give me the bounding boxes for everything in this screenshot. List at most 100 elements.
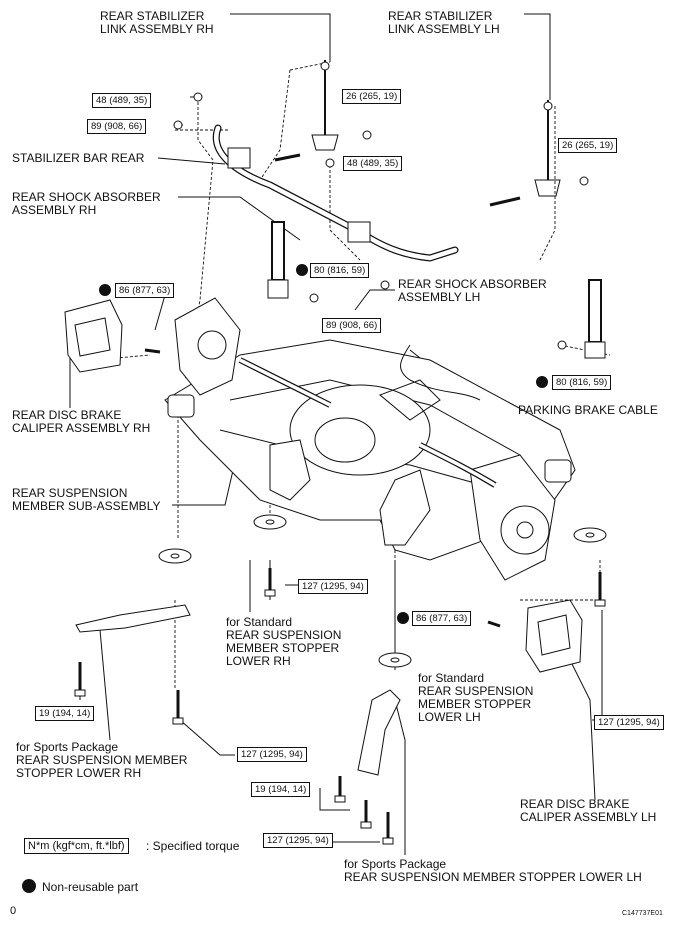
nut — [325, 158, 335, 168]
leader-line — [230, 13, 331, 62]
legend-torque-desc: : Specified torque — [146, 839, 240, 853]
sports-stopper-plate-rh — [75, 604, 191, 633]
member-stopper-washer — [158, 548, 192, 564]
member-stopper-hole — [265, 519, 275, 525]
torque-callout: 48 (489, 35) — [343, 156, 403, 171]
stabilizer-bar-inner — [214, 125, 458, 261]
nut — [380, 280, 390, 290]
label-stabilizer-bar: STABILIZER BAR REAR — [12, 151, 145, 165]
bolt-head — [172, 717, 184, 725]
member-mount-rh — [167, 394, 195, 418]
alignment-line — [289, 61, 331, 71]
bolt-head — [382, 837, 394, 845]
stabilizer-link-lh-fork — [534, 179, 561, 197]
figure-code: C147737E01 — [622, 910, 663, 917]
nut — [173, 120, 183, 130]
stabilizer-bar — [212, 124, 459, 262]
caliper-lh — [525, 599, 583, 673]
leader-line — [394, 699, 406, 855]
non-reusable-dot-icon — [397, 612, 409, 624]
legend-torque-box: N*m (kgf*cm, ft.*lbf) — [24, 838, 129, 854]
shock-absorber-lh-eye — [584, 341, 606, 359]
torque-callout: 80 (816, 59) — [552, 375, 612, 390]
member-stopper-washer — [378, 652, 412, 668]
legend-dot-icon — [22, 879, 36, 893]
torque-callout: 19 (194, 14) — [35, 706, 95, 721]
label-parking-brake-cable: PARKING BRAKE CABLE — [518, 403, 658, 417]
parking-brake-cable — [400, 344, 481, 401]
bolt — [274, 153, 301, 162]
bolt-head — [74, 689, 86, 697]
torque-callout: 86 (877, 63) — [412, 611, 472, 626]
sports-stopper-plate-lh — [357, 689, 401, 776]
member-stopper-washer — [253, 514, 287, 530]
torque-callout: 26 (265, 19) — [558, 138, 618, 153]
lower-arm-rh — [269, 439, 311, 501]
leader-line — [592, 610, 603, 721]
torque-callout: 80 (816, 59) — [310, 263, 370, 278]
caliper-rh — [64, 299, 123, 373]
shock-absorber-rh — [271, 221, 285, 281]
hub-rh — [197, 330, 227, 360]
footer-left: 0 — [10, 905, 17, 917]
nut — [362, 130, 372, 140]
alignment-line — [329, 165, 361, 261]
drive-shaft-lh-inner — [419, 443, 496, 487]
leader-line — [179, 719, 235, 756]
member-mount-lh — [544, 459, 572, 483]
bolt — [144, 348, 161, 354]
member-stopper-hole — [585, 532, 595, 538]
torque-callout: 86 (877, 63) — [115, 283, 175, 298]
link-ball-joint — [543, 101, 553, 111]
bolt-head — [360, 821, 372, 829]
leader-line — [154, 294, 166, 331]
leader-line — [99, 629, 111, 741]
torque-callout: 89 (908, 66) — [87, 119, 147, 134]
stabilizer-link-rh-fork — [311, 134, 339, 151]
link-ball-joint — [320, 61, 330, 71]
stabilizer-bushing-rh — [227, 147, 251, 169]
shock-absorber-lh — [588, 279, 602, 343]
torque-callout: 127 (1295, 94) — [298, 579, 368, 594]
member-stopper-hole — [170, 553, 180, 559]
knuckle-rh — [174, 297, 241, 396]
caliper-rh-piston — [74, 317, 111, 357]
bolt-head — [594, 599, 606, 607]
non-reusable-dot-icon — [296, 264, 308, 276]
lower-arm-lh — [379, 469, 431, 546]
leader-line — [524, 13, 551, 100]
torque-callout: 127 (1295, 94) — [594, 715, 664, 730]
torque-callout: 127 (1295, 94) — [237, 747, 307, 762]
member-stopper-washer — [573, 527, 607, 543]
drive-shaft-rh-inner — [239, 358, 331, 407]
hub-lh — [500, 505, 550, 555]
differential-cover — [314, 417, 376, 463]
caliper-lh-piston — [537, 614, 571, 656]
hub-lh-center — [516, 521, 534, 539]
torque-callout: 26 (265, 19) — [342, 89, 402, 104]
nut — [309, 293, 319, 303]
bolt — [487, 620, 501, 628]
torque-callout: 89 (908, 66) — [322, 318, 382, 333]
stabilizer-bushing-lh — [347, 221, 371, 243]
bolt-head — [334, 795, 346, 803]
torque-callout: 19 (194, 14) — [251, 782, 311, 797]
nut — [193, 92, 203, 102]
bolt — [489, 196, 521, 207]
differential-mount — [379, 379, 441, 421]
leader-line — [157, 157, 226, 165]
alignment-line — [94, 354, 151, 361]
shock-absorber-rh-eye — [267, 279, 289, 299]
nut — [557, 340, 567, 350]
